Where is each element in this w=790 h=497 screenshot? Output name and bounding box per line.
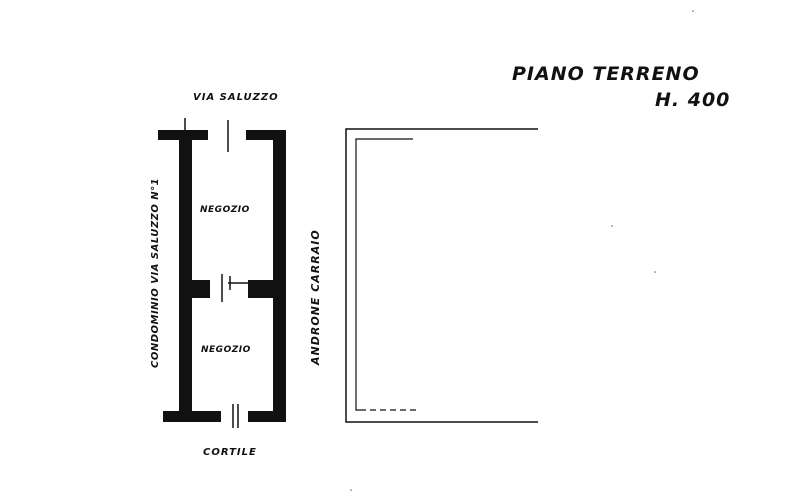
- shop-walls: [158, 130, 286, 422]
- plan-title: PIANO TERRENO: [512, 63, 700, 85]
- yard-label: CORTILE: [203, 447, 257, 458]
- speck: [654, 271, 656, 273]
- room-label-lower: NEGOZIO: [201, 345, 251, 355]
- adjacent-inner: [355, 138, 413, 411]
- top-wall-right: [246, 130, 286, 140]
- partition-right: [248, 280, 273, 298]
- speck: [692, 10, 694, 12]
- bottom-wall-left: [163, 411, 221, 422]
- bottom-wall-right: [248, 411, 286, 422]
- paper-specks: [350, 10, 694, 491]
- partition-left: [192, 280, 210, 298]
- right-wall: [273, 130, 286, 422]
- top-wall-left: [158, 130, 208, 140]
- room-label-upper: NEGOZIO: [200, 205, 250, 215]
- street-label: VIA SALUZZO: [193, 92, 279, 103]
- adjacent-building: [345, 128, 538, 423]
- speck: [350, 489, 352, 491]
- neighbor-label: CONDOMINIO VIA SALUZZO N°1: [150, 178, 161, 368]
- openings: [184, 118, 248, 428]
- adjacent-outer: [345, 128, 538, 423]
- left-wall: [179, 130, 192, 422]
- plan-height: H. 400: [655, 89, 730, 111]
- speck: [611, 225, 613, 227]
- passage-label: ANDRONE CARRAIO: [309, 229, 322, 366]
